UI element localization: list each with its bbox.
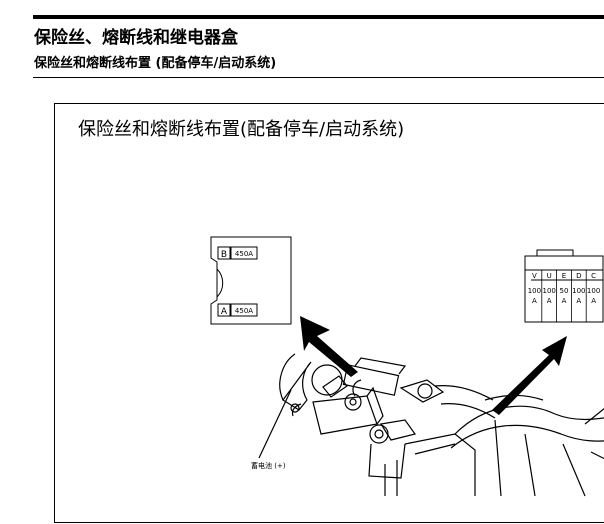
fuse-letter: D <box>576 272 581 280</box>
fuse-unit: A <box>532 297 537 305</box>
figure-title: 保险丝和熔断线布置(配备停车/启动系统) <box>78 119 405 140</box>
arrow-to-fuse-block <box>492 336 567 415</box>
figure-frame: 保险丝和熔断线布置(配备停车/启动系统) B 450A A 450A <box>54 103 604 523</box>
pointer-arrows <box>300 316 567 415</box>
header-bottom-rule <box>33 77 604 78</box>
fuse-unit: A <box>576 297 581 305</box>
fusible-link-row-a: A 450A <box>217 303 258 317</box>
fuse-rating: 100 <box>543 287 556 295</box>
fuse-letter: U <box>547 272 552 280</box>
fusible-link-box: B 450A A 450A <box>210 236 292 325</box>
fusible-link-id: A <box>221 307 228 317</box>
fuse-block <box>524 249 604 323</box>
section-subtitle: 保险丝和熔断线布置 (配备停车/启动系统) <box>34 56 277 71</box>
fusible-link-row-b: B 450A <box>217 246 258 260</box>
fuse-letter: V <box>532 272 537 280</box>
fusible-link-rating: 450A <box>235 307 253 315</box>
fuse-letter: C <box>591 272 596 280</box>
fusible-link-id: B <box>221 250 227 260</box>
fuse-rating: 50 <box>560 287 569 295</box>
header-top-rule <box>33 15 604 19</box>
page-title: 保险丝、熔断线和继电器盒 <box>34 28 238 48</box>
arrow-to-fusible-link-box <box>300 316 358 377</box>
fusible-link-rating: 450A <box>235 250 253 258</box>
fuse-unit: A <box>591 297 596 305</box>
fuse-rating: 100 <box>587 287 600 295</box>
fuse-rating: 100 <box>528 287 541 295</box>
fuse-letter: E <box>562 272 566 280</box>
battery-terminal-assembly <box>258 353 604 497</box>
fuse-rating: 100 <box>572 287 585 295</box>
fuse-unit: A <box>562 297 567 305</box>
battery-label: 蓄电池 (+) <box>251 461 286 470</box>
fuse-unit: A <box>547 297 552 305</box>
